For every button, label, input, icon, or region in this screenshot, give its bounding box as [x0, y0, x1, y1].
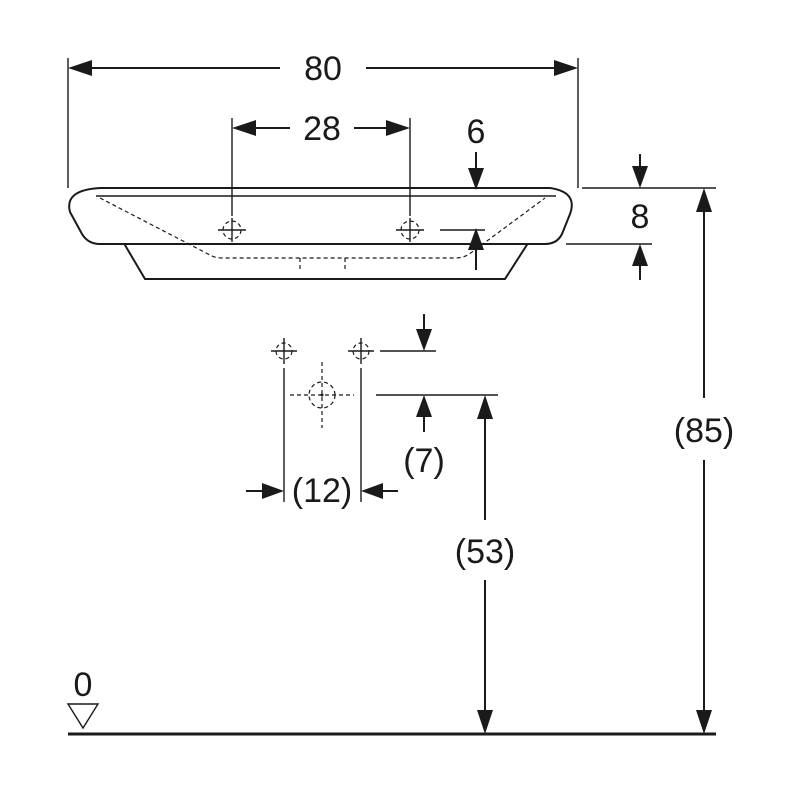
dimension-waste-height: (53) — [455, 395, 515, 734]
label-tap-hole-spacing: 28 — [303, 110, 341, 148]
label-rim-thickness: 8 — [631, 198, 650, 236]
label-floor-level: 0 — [74, 666, 93, 704]
fixing-marker-left — [271, 338, 297, 364]
label-waste-offset: (7) — [403, 442, 445, 480]
label-fixing-spacing: (12) — [292, 472, 352, 510]
fixing-marker-right — [348, 338, 374, 364]
dimension-rim-thickness: 8 — [566, 154, 652, 280]
washbasin-outline — [68, 187, 573, 280]
label-total-height: (85) — [674, 412, 734, 450]
tap-hole-right-marker — [396, 218, 424, 242]
dimension-total-height: (85) — [652, 187, 734, 734]
level-triangle-icon — [66, 703, 100, 730]
label-waste-height: (53) — [455, 533, 515, 571]
floor-level: 0 — [66, 666, 716, 736]
label-rim-offset: 6 — [467, 113, 486, 151]
tap-hole-left-marker — [218, 218, 246, 242]
dimension-rim-offset: 6 — [440, 113, 485, 270]
label-total-width: 80 — [304, 50, 342, 88]
dimension-total-width: 80 — [67, 50, 579, 188]
dimension-fixing-spacing: (12) — [246, 368, 398, 510]
dimension-tap-hole-spacing: 28 — [231, 110, 411, 216]
dimension-waste-offset: (7) — [376, 314, 498, 480]
waste-outlet-marker — [290, 362, 354, 428]
